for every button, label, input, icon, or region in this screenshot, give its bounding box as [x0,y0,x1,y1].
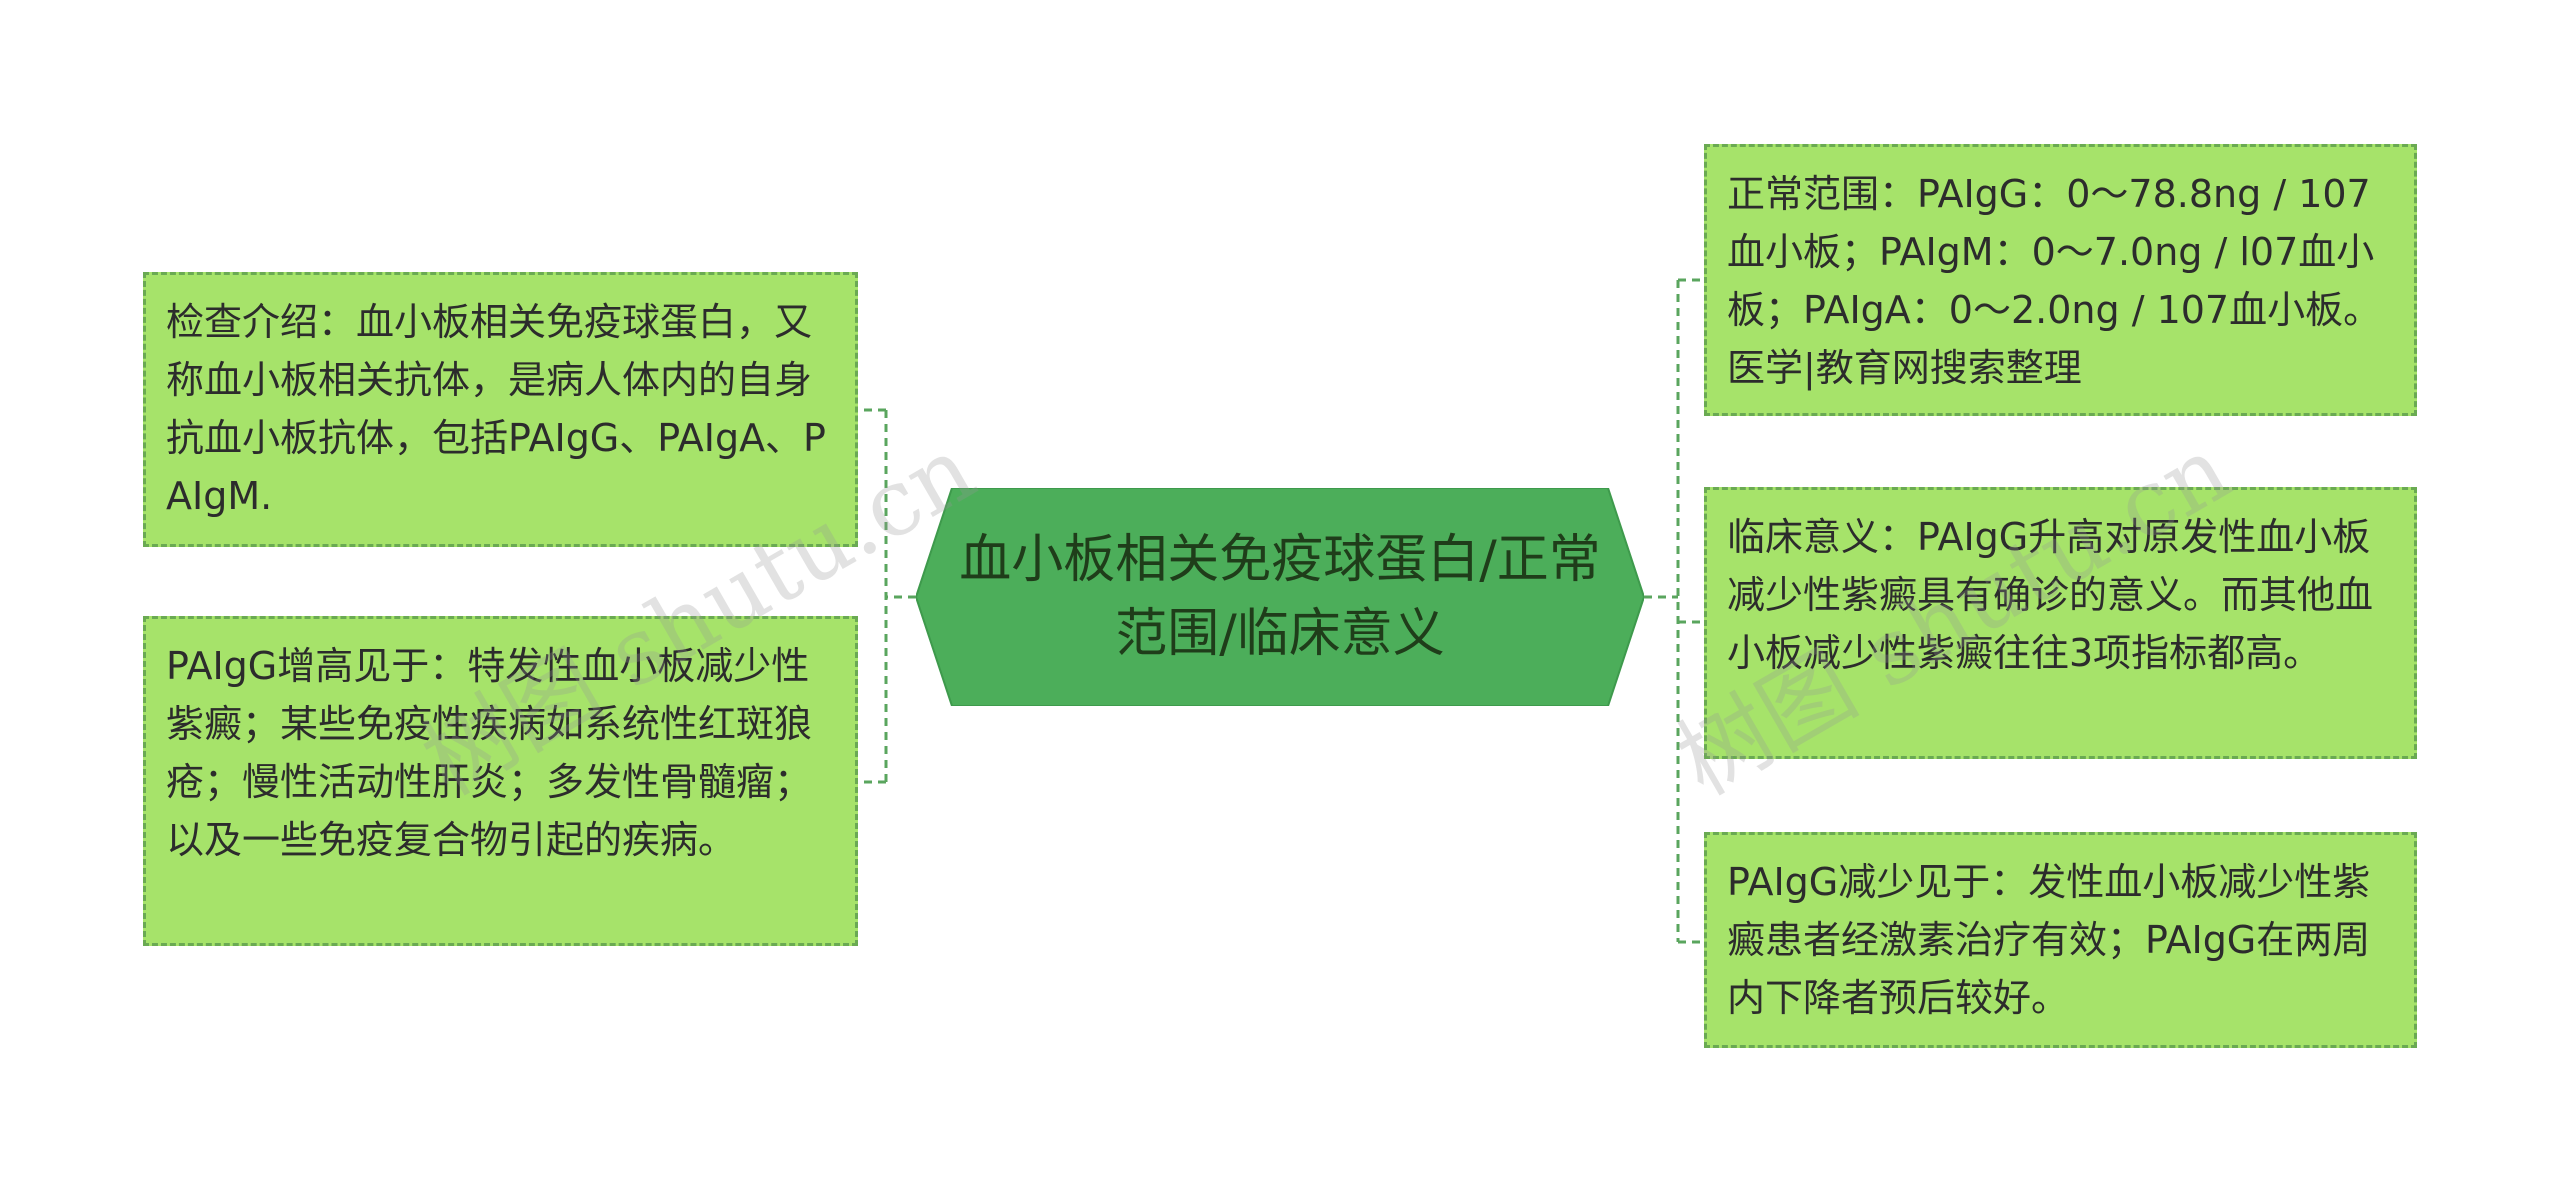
right-node-clinical-significance[interactable]: 临床意义：PAIgG升高对原发性血小板减少性紫癜具有确诊的意义。而其他血小板减少… [1704,487,2417,759]
center-topic-node[interactable]: 血小板相关免疫球蛋白/正常范围/临床意义 [916,488,1644,706]
right-node-paigg-decrease-text: PAIgG减少见于：发性血小板减少性紫癜患者经激素治疗有效；PAIgG在两周内下… [1727,860,2371,1020]
left-node-exam-intro[interactable]: 检查介绍：血小板相关免疫球蛋白，又称血小板相关抗体，是病人体内的自身抗血小板抗体… [143,272,858,547]
right-node-normal-range-text: 正常范围：PAIgG：0～78.8ng / 107血小板；PAIgM：0～7.0… [1727,172,2382,390]
right-node-normal-range[interactable]: 正常范围：PAIgG：0～78.8ng / 107血小板；PAIgM：0～7.0… [1704,144,2417,416]
center-hexagon-shape [916,488,1644,706]
right-node-clinical-significance-text: 临床意义：PAIgG升高对原发性血小板减少性紫癜具有确诊的意义。而其他血小板减少… [1727,515,2374,675]
left-node-paigg-increase[interactable]: PAIgG增高见于：特发性血小板减少性紫癜；某些免疫性疾病如系统性红斑狼疮；慢性… [143,616,858,946]
left-node-paigg-increase-text: PAIgG增高见于：特发性血小板减少性紫癜；某些免疫性疾病如系统性红斑狼疮；慢性… [166,644,813,862]
center-topic-title: 血小板相关免疫球蛋白/正常范围/临床意义 [959,530,1601,664]
right-node-paigg-decrease[interactable]: PAIgG减少见于：发性血小板减少性紫癜患者经激素治疗有效；PAIgG在两周内下… [1704,832,2417,1048]
left-node-exam-intro-text: 检查介绍：血小板相关免疫球蛋白，又称血小板相关抗体，是病人体内的自身抗血小板抗体… [166,300,826,518]
